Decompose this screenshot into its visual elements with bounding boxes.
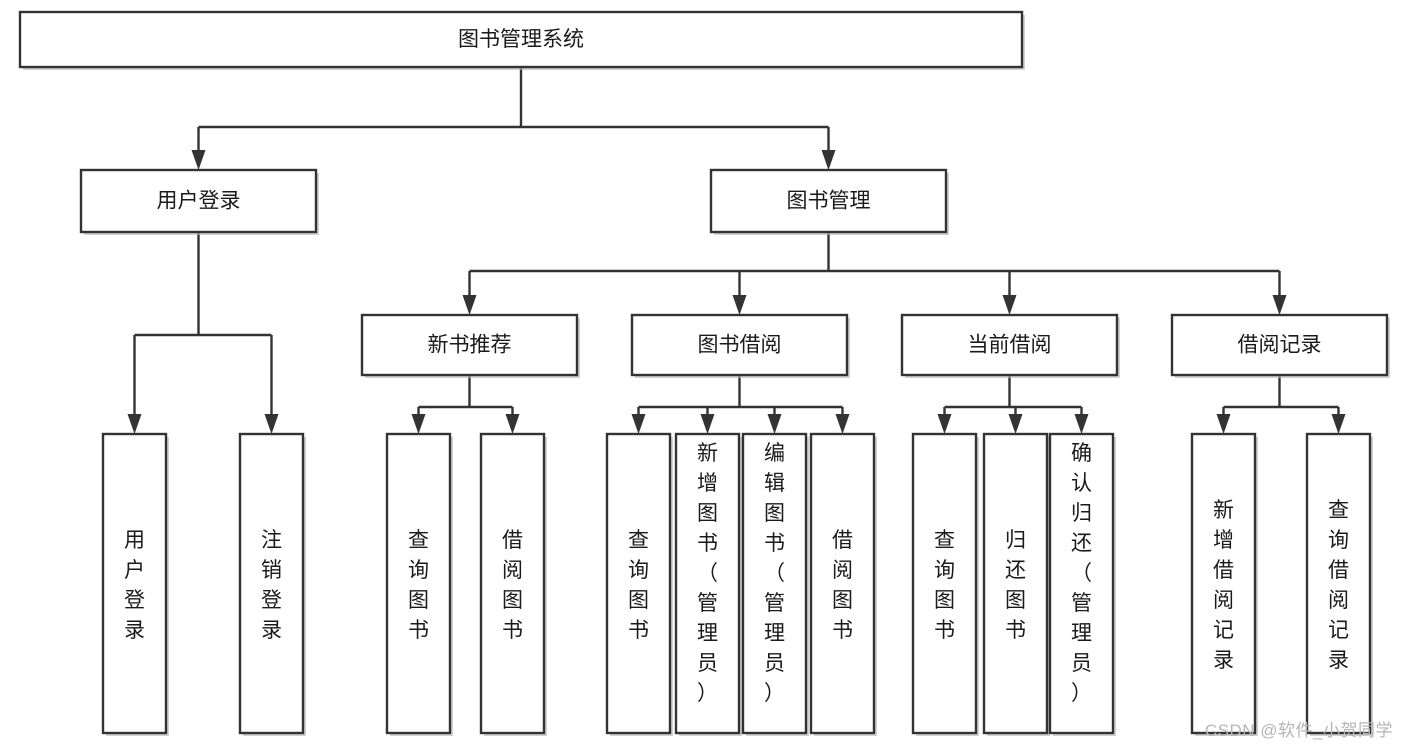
watermark-label: CSDN @软件_小贺同学: [1204, 721, 1393, 740]
node-rect[interactable]: [18, 10, 1024, 69]
edge-group-current-borrow: [937, 375, 1089, 434]
node-bb-query[interactable]: 查询图书: [605, 432, 673, 736]
arrow-head-icon: [127, 414, 142, 434]
arrow-head-icon: [1002, 295, 1017, 315]
arrow-head-icon: [1074, 414, 1089, 434]
edge-group-user-login: [127, 232, 279, 434]
node-label: 用户登录: [124, 529, 145, 642]
node-label: 用户登录: [157, 190, 241, 213]
node-bb-add[interactable]: 新增图书（管理员）: [674, 432, 742, 736]
edge-group-borrow-record: [1216, 375, 1346, 434]
node-rect[interactable]: [385, 432, 452, 735]
node-label: 当前借阅: [968, 334, 1052, 357]
node-root[interactable]: 图书管理系统: [18, 10, 1025, 70]
node-label: 图书管理系统: [458, 28, 584, 51]
arrow-head-icon: [835, 414, 850, 434]
edge-group-book-borrow: [631, 375, 850, 434]
node-label: 新书推荐: [428, 334, 512, 357]
node-br-query[interactable]: 查询借阅记录: [1305, 432, 1373, 736]
node-bb-borrow[interactable]: 借阅图书: [809, 432, 877, 736]
edge-group-book-manage: [462, 232, 1287, 315]
node-label: 查询借阅记录: [1328, 499, 1349, 672]
node-rect[interactable]: [79, 168, 318, 234]
node-rect[interactable]: [741, 432, 808, 735]
arrow-head-icon: [767, 414, 782, 434]
node-label: 借阅记录: [1238, 334, 1322, 357]
arrow-head-icon: [462, 295, 477, 315]
node-rect[interactable]: [674, 432, 741, 735]
node-rect[interactable]: [809, 432, 876, 735]
node-label: 归还图书: [1005, 529, 1026, 642]
arrow-head-icon: [700, 414, 715, 434]
node-rect[interactable]: [630, 313, 849, 377]
node-book-manage[interactable]: 图书管理: [709, 168, 949, 235]
edge-group-new-book-rec: [411, 375, 520, 434]
node-rect[interactable]: [605, 432, 672, 735]
arrow-head-icon: [732, 295, 747, 315]
node-label: 图书管理: [787, 190, 871, 213]
node-label: 图书借阅: [698, 334, 782, 357]
node-cb-return[interactable]: 归还图书: [982, 432, 1050, 736]
arrow-head-icon: [631, 414, 646, 434]
node-rect[interactable]: [911, 432, 978, 735]
node-cb-query[interactable]: 查询图书: [911, 432, 979, 736]
node-leaf-user-login[interactable]: 用户登录: [101, 432, 169, 736]
node-user-login[interactable]: 用户登录: [79, 168, 319, 235]
node-label: 借阅图书: [832, 529, 853, 642]
arrow-head-icon: [1331, 414, 1346, 434]
node-rect[interactable]: [982, 432, 1049, 735]
arrow-head-icon: [505, 414, 520, 434]
arrow-head-icon: [1272, 295, 1287, 315]
node-rect[interactable]: [479, 432, 546, 735]
node-current-borrow[interactable]: 当前借阅: [900, 313, 1120, 378]
node-label: 新增图书（管理员）: [697, 442, 718, 705]
edge-group-root: [191, 67, 836, 170]
node-layer: 图书管理系统用户登录图书管理新书推荐图书借阅当前借阅借阅记录用户登录注销登录查询…: [18, 10, 1390, 736]
connector-layer: [127, 67, 1346, 434]
node-book-borrow[interactable]: 图书借阅: [630, 313, 850, 378]
arrow-head-icon: [264, 414, 279, 434]
node-label: 查询图书: [934, 529, 955, 642]
node-label: 新增借阅记录: [1213, 499, 1234, 672]
node-label: 查询图书: [408, 529, 429, 642]
node-leaf-logout[interactable]: 注销登录: [238, 432, 306, 736]
node-rect[interactable]: [900, 313, 1119, 377]
node-rect[interactable]: [1170, 313, 1389, 377]
node-new-book-rec[interactable]: 新书推荐: [360, 313, 580, 378]
arrow-head-icon: [191, 150, 206, 170]
arrow-head-icon: [1216, 414, 1231, 434]
node-rect[interactable]: [1048, 432, 1115, 735]
node-rect[interactable]: [709, 168, 948, 234]
node-nbr-borrow[interactable]: 借阅图书: [479, 432, 547, 736]
node-label: 编辑图书（管理员）: [764, 442, 785, 705]
node-bb-edit[interactable]: 编辑图书（管理员）: [741, 432, 809, 736]
node-nbr-query[interactable]: 查询图书: [385, 432, 453, 736]
node-rect[interactable]: [1305, 432, 1372, 735]
arrow-head-icon: [821, 150, 836, 170]
arrow-head-icon: [937, 414, 952, 434]
node-cb-confirm[interactable]: 确认归还（管理员）: [1048, 432, 1116, 736]
node-br-add[interactable]: 新增借阅记录: [1190, 432, 1258, 736]
arrow-head-icon: [1008, 414, 1023, 434]
node-rect[interactable]: [360, 313, 579, 377]
arrow-head-icon: [411, 414, 426, 434]
node-label: 查询图书: [628, 529, 649, 642]
node-borrow-record[interactable]: 借阅记录: [1170, 313, 1390, 378]
node-label: 借阅图书: [502, 529, 523, 642]
node-label: 确认归还（管理员）: [1071, 442, 1092, 705]
node-label: 注销登录: [261, 529, 282, 642]
node-rect[interactable]: [1190, 432, 1257, 735]
node-rect[interactable]: [238, 432, 305, 735]
node-rect[interactable]: [101, 432, 168, 735]
